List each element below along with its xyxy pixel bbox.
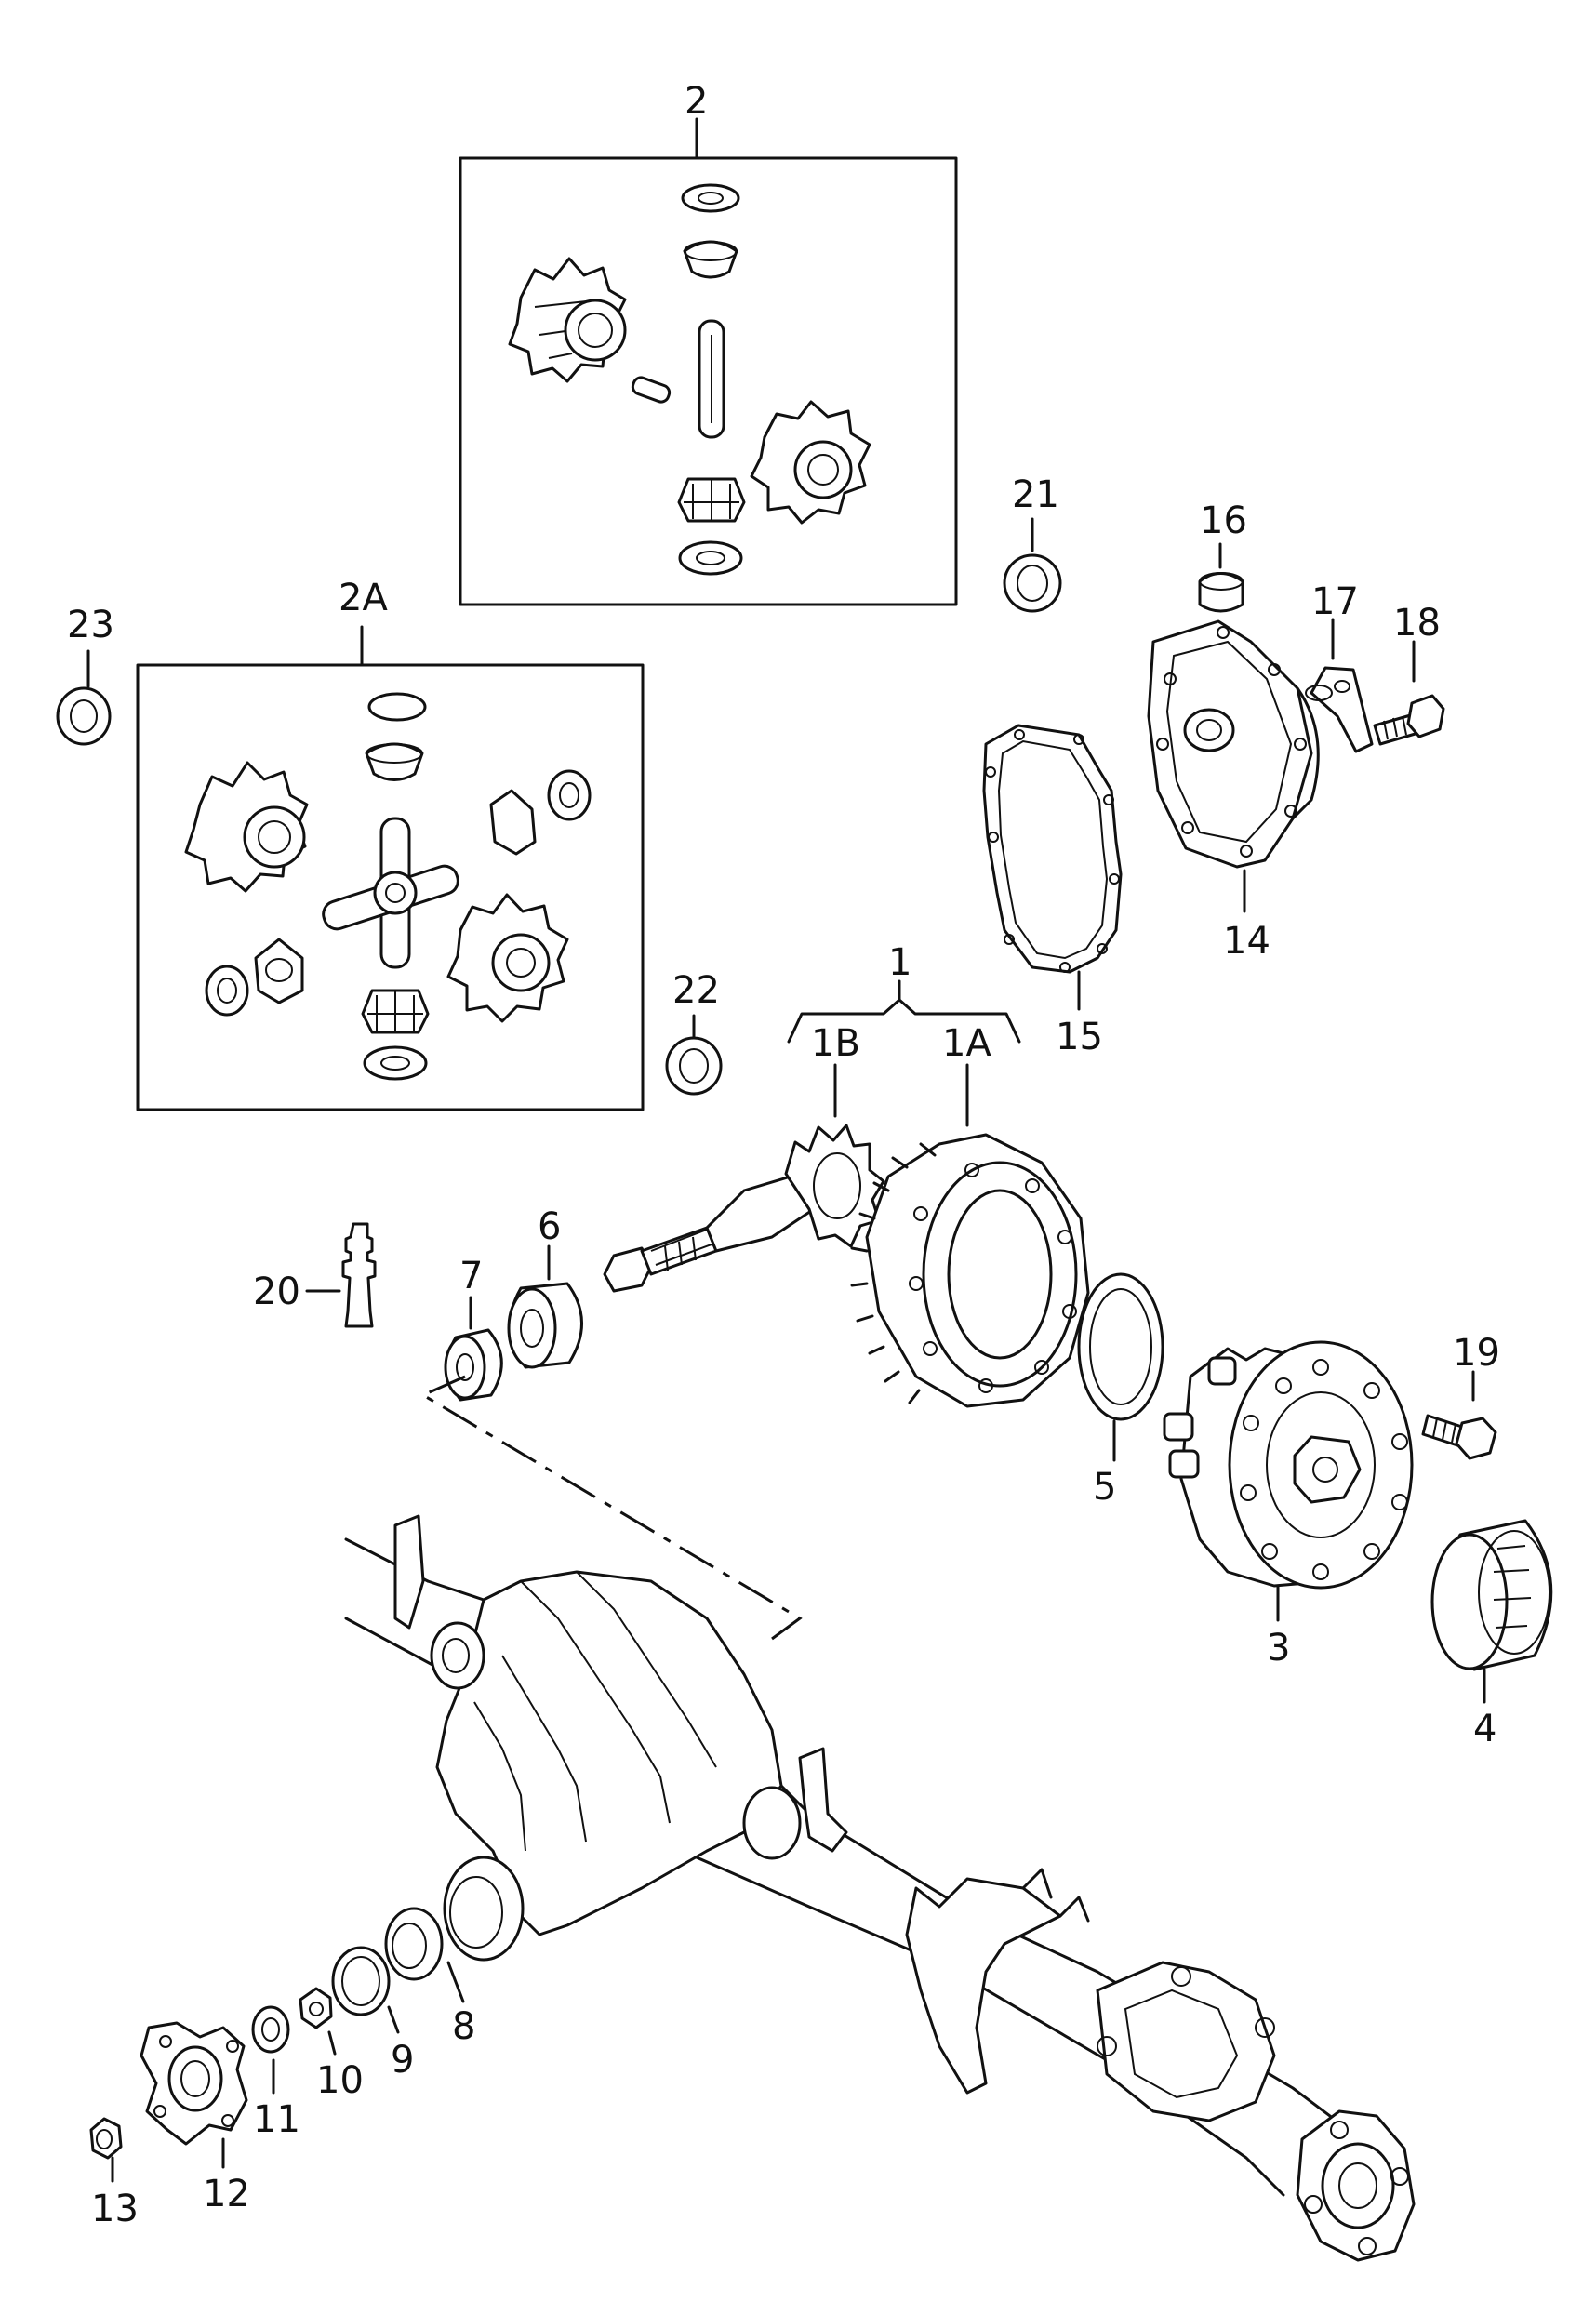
callout-21: 21	[1012, 473, 1059, 516]
spider-cross	[322, 817, 459, 969]
bolt-19	[1421, 1370, 1497, 1460]
ring-gear-1a	[850, 1133, 1090, 1408]
washer-23	[56, 649, 112, 746]
bearing-4	[1430, 1519, 1553, 1704]
side-gear-right	[750, 400, 871, 525]
gasket-15	[982, 724, 1123, 1011]
callout-14: 14	[1223, 920, 1270, 963]
flange-12	[140, 2021, 248, 2169]
washer-11	[251, 2005, 290, 2095]
callout-10: 10	[316, 2059, 364, 2102]
ring-9	[331, 1946, 400, 2034]
callout-6: 6	[538, 1205, 561, 1248]
callout-9: 9	[391, 2039, 414, 2082]
washer-21	[1003, 517, 1062, 613]
callout-2a: 2A	[339, 577, 388, 619]
callout-23: 23	[67, 604, 114, 646]
callout-1a: 1A	[942, 1022, 991, 1065]
callout-15: 15	[1056, 1016, 1103, 1058]
breather-20	[305, 1222, 377, 1328]
washer-22	[665, 1014, 723, 1096]
bearing-8	[384, 1907, 465, 2003]
callout-1b: 1B	[811, 1022, 860, 1065]
pinion-shaft-1b	[603, 1124, 885, 1293]
group-1-bracket	[787, 979, 1021, 1127]
nut-10	[299, 1987, 337, 2056]
callout-7: 7	[459, 1255, 483, 1297]
plug-16	[1198, 542, 1244, 613]
bolt-18	[1373, 640, 1445, 746]
bearing-6	[507, 1244, 583, 1369]
rear-cover-14	[1147, 619, 1320, 913]
seal-7	[444, 1296, 503, 1402]
axle-housing	[344, 1514, 1416, 2262]
callout-12: 12	[203, 2173, 250, 2215]
callout-3: 3	[1267, 1627, 1290, 1670]
callout-11: 11	[253, 2098, 300, 2141]
lock-tab-17	[1305, 618, 1374, 753]
reference-line	[419, 1375, 803, 1641]
callout-17: 17	[1311, 580, 1359, 623]
o-ring-5	[1077, 1272, 1164, 1462]
callout-8: 8	[452, 2005, 475, 2048]
group-2-differential-gears-box	[459, 117, 958, 606]
side-gear-left	[508, 257, 627, 383]
callout-16: 16	[1200, 499, 1247, 542]
callout-18: 18	[1393, 602, 1441, 645]
nut-13	[89, 2117, 123, 2183]
callout-22: 22	[672, 969, 720, 1012]
callout-5: 5	[1093, 1466, 1116, 1509]
group-2a-differential-gears-box	[136, 625, 645, 1111]
callout-4: 4	[1473, 1708, 1496, 1750]
callout-2: 2	[685, 80, 708, 123]
callout-20: 20	[253, 1271, 300, 1313]
callout-1: 1	[888, 941, 911, 984]
callout-19: 19	[1453, 1332, 1500, 1375]
differential-carrier-3	[1163, 1340, 1414, 1622]
callout-13: 13	[91, 2188, 139, 2230]
